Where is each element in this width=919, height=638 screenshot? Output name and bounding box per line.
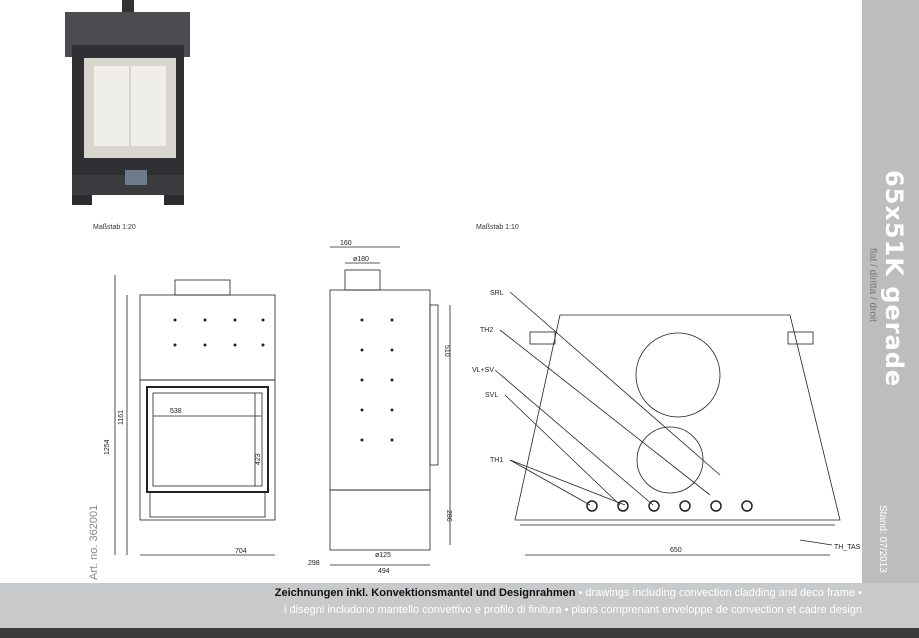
scale-left: Maßstab 1:20 (93, 224, 136, 231)
label-svl: SVL (485, 392, 498, 399)
dim-538: 538 (170, 408, 182, 415)
bottom-strip (0, 628, 919, 638)
footer-line-2: i disegni includono mantello convettivo … (283, 604, 862, 616)
label-srl: SRL (490, 290, 504, 297)
footer-rest: • drawings including convection cladding… (575, 587, 863, 599)
sidebar-band (862, 0, 919, 583)
model-title: 65x51K gerade (880, 170, 908, 388)
dim-423: 423 (255, 453, 262, 465)
dim-286: 286 (445, 510, 452, 522)
dim-flue-diameter: ø180 (353, 256, 369, 263)
stand-date: Stand: 07/2013 (877, 505, 888, 573)
label-th1: TH1 (490, 457, 503, 464)
dim-1161: 1161 (118, 410, 125, 425)
dim-160: 160 (340, 240, 352, 247)
label-vl-sv: VL+SV (472, 367, 494, 374)
side-view-drawing: 160 ø180 510 286 ø125 298 494 (308, 240, 452, 575)
footer-band (0, 583, 919, 628)
dim-1254: 1254 (104, 439, 111, 455)
dim-494: 494 (378, 568, 390, 575)
model-variant: flat / diritta / droit (867, 248, 878, 322)
product-photo (0, 0, 205, 218)
dim-650: 650 (670, 547, 682, 554)
footer-bold: Zeichnungen inkl. Konvektionsmantel und … (274, 587, 576, 599)
footer-line-1: Zeichnungen inkl. Konvektionsmantel und … (275, 587, 862, 600)
dim-298: 298 (308, 560, 320, 567)
dim-510: 510 (443, 345, 450, 357)
label-th2: TH2 (480, 327, 493, 334)
dim-704: 704 (235, 548, 247, 555)
top-view-drawing: SRL TH2 VL+SV SVL TH1 TH_TAS 650 (472, 290, 861, 556)
front-view-drawing: 1254 1161 538 423 704 (104, 275, 276, 556)
scale-right: Maßstab 1:10 (476, 224, 519, 231)
dim-air-diameter: ø125 (375, 552, 391, 559)
label-th-tas: TH_TAS (834, 544, 861, 551)
